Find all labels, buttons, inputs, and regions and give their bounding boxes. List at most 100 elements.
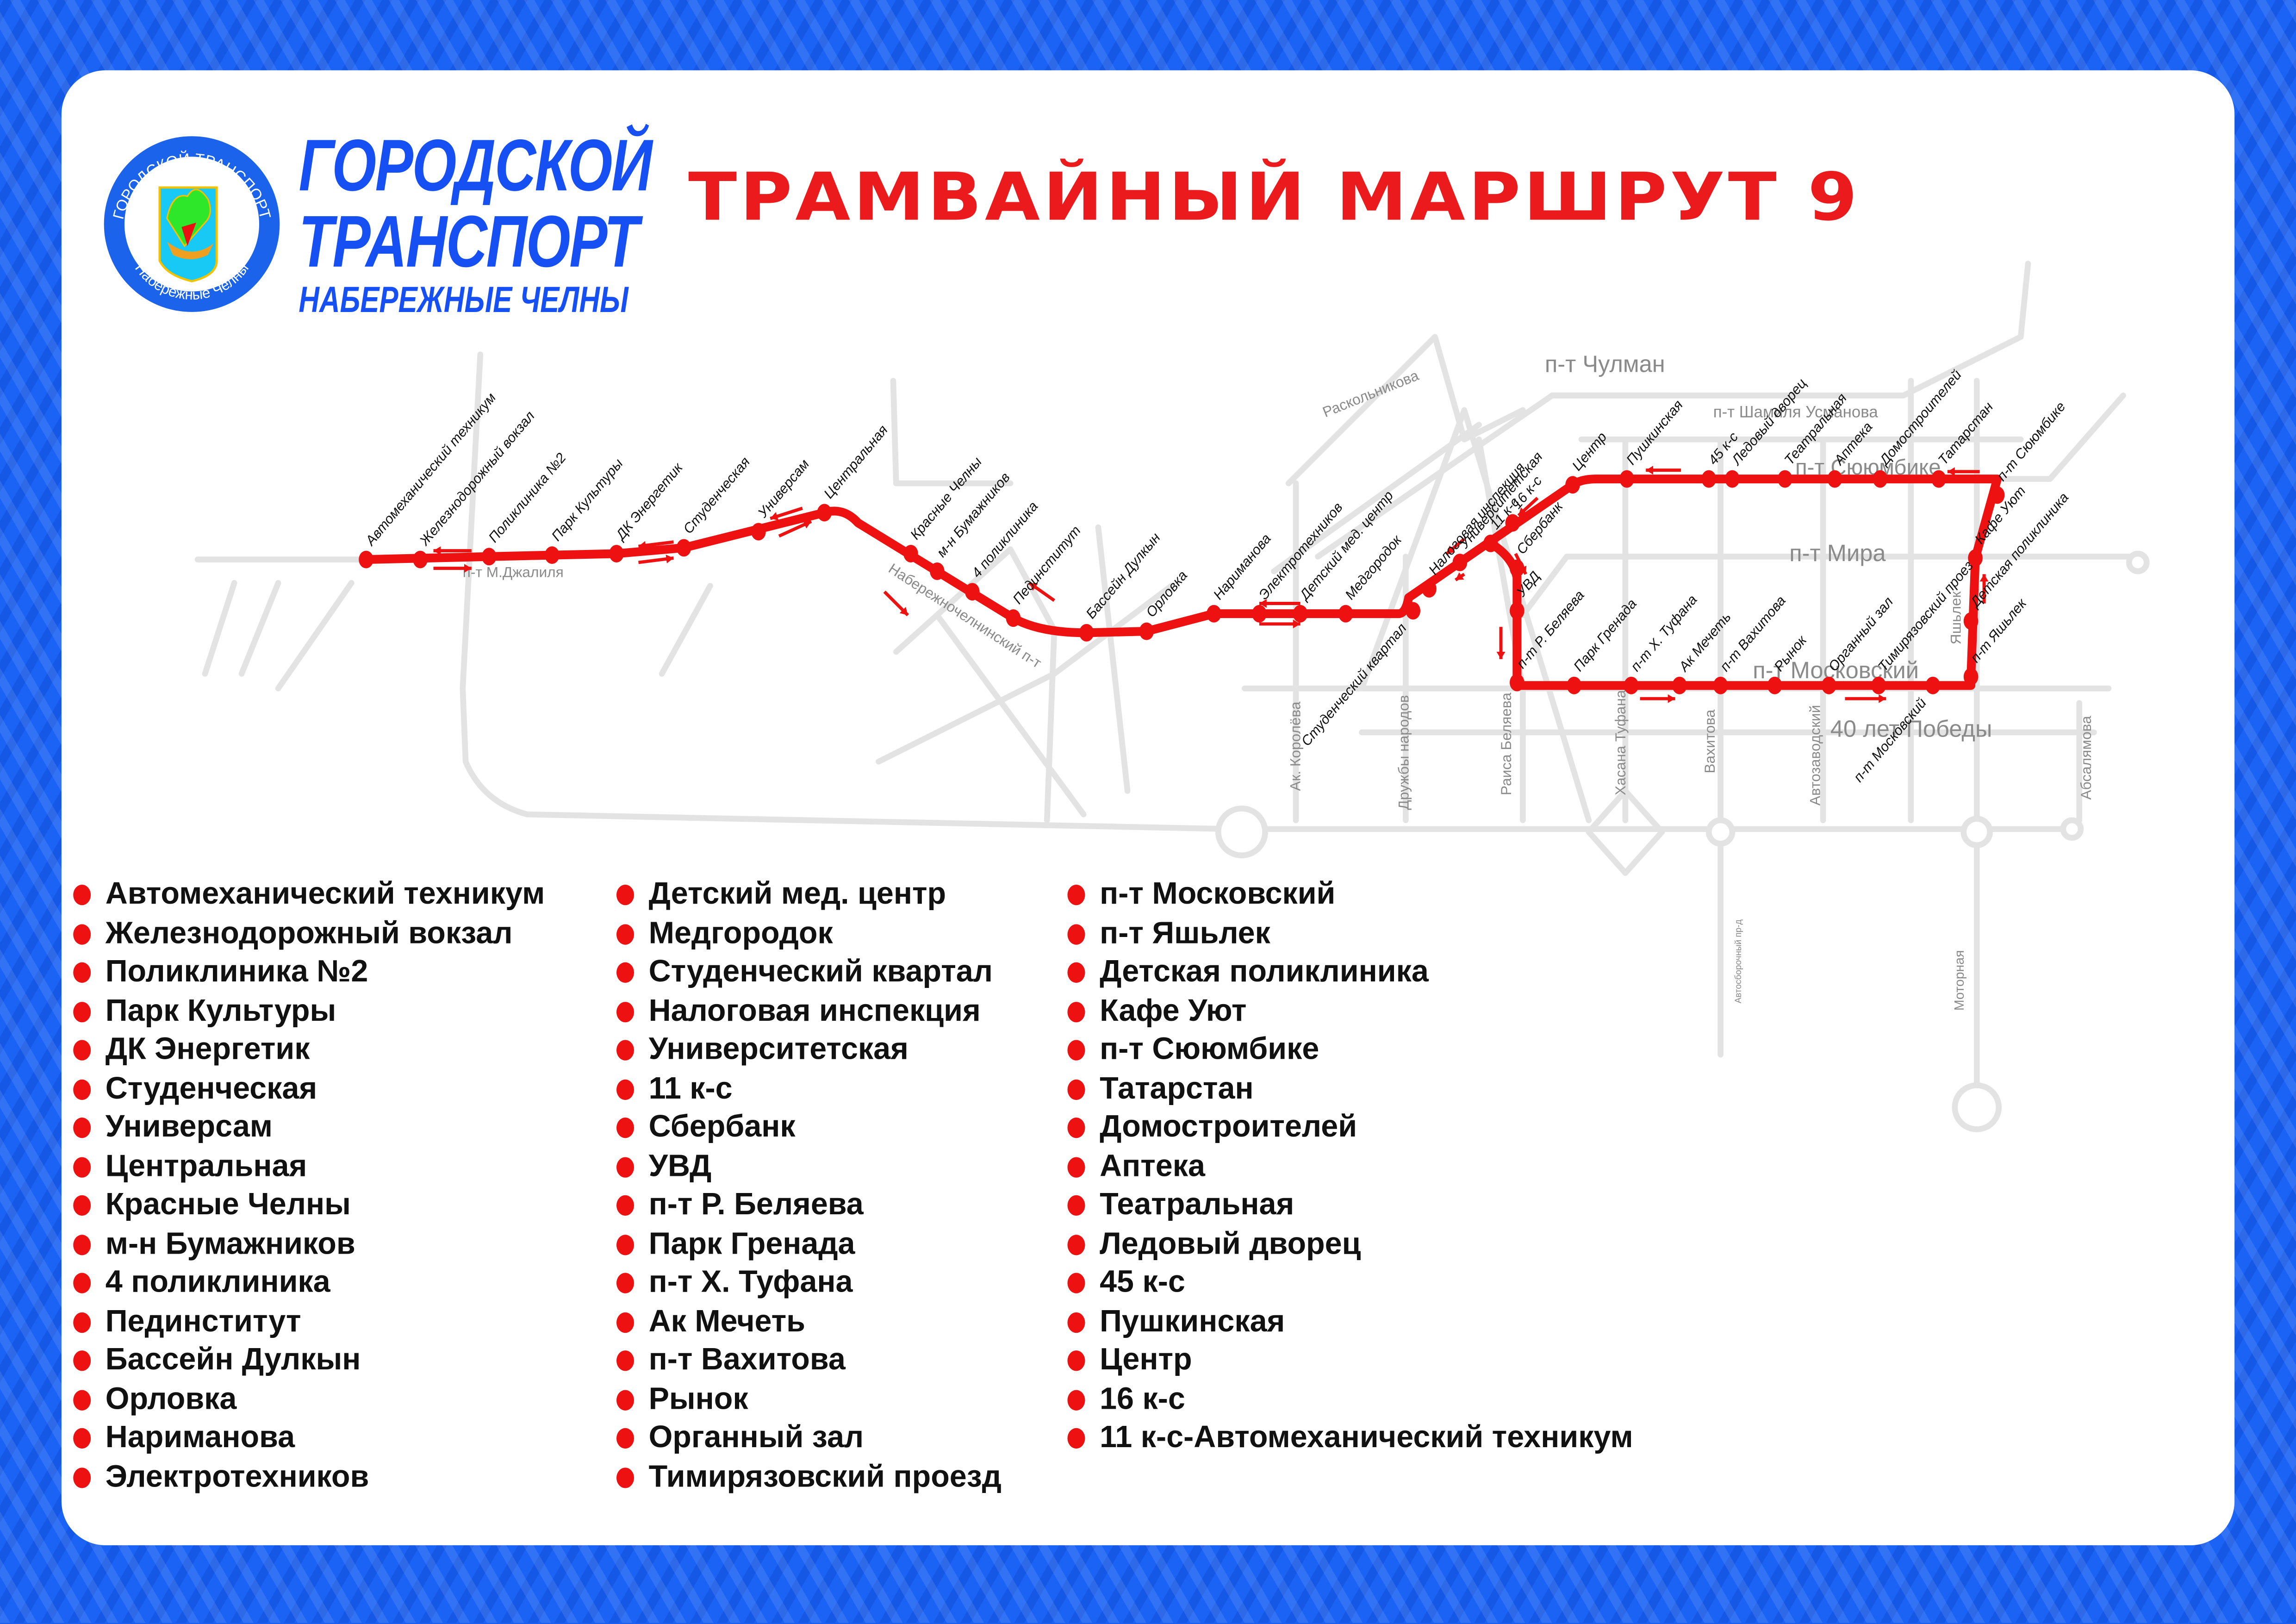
street-label: Яшьлек bbox=[1947, 591, 1964, 644]
direction-arrow-icon bbox=[1517, 497, 1539, 517]
legend-item-label: Парк Гренада bbox=[648, 1226, 855, 1261]
stop-marker-icon bbox=[481, 548, 497, 566]
legend-item-label: УВД bbox=[648, 1149, 712, 1183]
legend-item: Органный зал bbox=[616, 1419, 1002, 1458]
stop-dot-icon bbox=[73, 1467, 91, 1488]
legend-item-label: Медгородок bbox=[648, 916, 833, 950]
legend-item: Студенческий квартал bbox=[616, 954, 1002, 993]
stop-label: ДК Энергетик bbox=[612, 459, 686, 543]
legend-item: Налоговая инспекция bbox=[616, 993, 1002, 1031]
street-label: Дружбы народов bbox=[1395, 695, 1412, 810]
legend-item: Парк Культуры bbox=[73, 993, 545, 1031]
stop-marker-icon bbox=[1827, 470, 1842, 488]
stop-dot-icon bbox=[1067, 885, 1085, 906]
direction-arrow-icon bbox=[433, 564, 472, 573]
stop-dot-icon bbox=[616, 1118, 634, 1139]
street-label: Автосборочный пр-д bbox=[1734, 919, 1743, 1003]
stop-dot-icon bbox=[1067, 1001, 1085, 1022]
tram-stop: Татарстан bbox=[1931, 400, 1996, 488]
street-label: п-т М.Джалиля bbox=[463, 564, 564, 581]
legend-item-label: Аптека bbox=[1100, 1149, 1205, 1183]
stop-marker-icon bbox=[1767, 676, 1782, 694]
legend-item: Центр bbox=[1067, 1342, 1633, 1380]
stop-dot-icon bbox=[1067, 962, 1085, 983]
legend-item-label: Пединститут bbox=[105, 1304, 301, 1338]
stop-marker-icon bbox=[1422, 580, 1437, 598]
stop-marker-icon bbox=[1509, 559, 1524, 577]
brand-line-3: НАБЕРЕЖНЫЕ ЧЕЛНЫ bbox=[299, 280, 628, 321]
direction-arrow-icon bbox=[1445, 537, 1466, 555]
stop-marker-icon bbox=[359, 550, 373, 568]
city-logo: ГОРОДСКОЙ ТРАНСПОРТ Набережные Челны bbox=[104, 136, 280, 312]
stop-marker-icon bbox=[1963, 612, 1979, 630]
stop-marker-icon bbox=[1207, 605, 1221, 623]
legend-item-label: п-т Сююмбике bbox=[1100, 1032, 1319, 1067]
stop-dot-icon bbox=[616, 1389, 634, 1411]
stop-marker-icon bbox=[1624, 676, 1639, 694]
street-label: п-т Мира bbox=[1789, 540, 1886, 566]
stop-marker-icon bbox=[1619, 470, 1634, 488]
stop-marker-icon bbox=[1452, 553, 1468, 571]
stop-marker-icon bbox=[1873, 470, 1888, 488]
legend-item-label: Налоговая инспекция bbox=[648, 993, 981, 1028]
legend-item: 11 к-с bbox=[616, 1070, 1002, 1109]
legend-item: Пушкинская bbox=[1067, 1303, 1633, 1342]
stop-marker-icon bbox=[1821, 676, 1836, 694]
legend-item-label: Ак Мечеть bbox=[648, 1304, 805, 1338]
tram-stop: Универсам bbox=[751, 456, 812, 541]
legend-item: Универсам bbox=[73, 1109, 545, 1148]
stop-marker-icon bbox=[1725, 470, 1740, 488]
stop-dot-icon bbox=[73, 1389, 91, 1411]
legend-item: п-т Вахитова bbox=[616, 1342, 1002, 1380]
legend-item-label: Центр bbox=[1100, 1343, 1192, 1377]
legend-item: 11 к-с-Автомеханический техникум bbox=[1067, 1419, 1633, 1458]
legend-item: Аптека bbox=[1067, 1148, 1633, 1187]
stop-dot-icon bbox=[1067, 1428, 1085, 1449]
stop-dot-icon bbox=[1067, 1195, 1085, 1216]
stop-marker-icon bbox=[1701, 470, 1717, 488]
stop-marker-icon bbox=[1963, 668, 1979, 686]
stop-marker-icon bbox=[1565, 476, 1580, 494]
direction-arrow-icon bbox=[778, 520, 812, 538]
stop-dot-icon bbox=[1067, 1389, 1085, 1411]
legend-item: Пединститут bbox=[73, 1303, 545, 1342]
stop-dot-icon bbox=[73, 962, 91, 983]
brand-wordmark: ГОРОДСКОЙ ТРАНСПОРТ НАБЕРЕЖНЫЕ ЧЕЛНЫ bbox=[299, 129, 652, 321]
legend-item: п-т Р. Беляева bbox=[616, 1187, 1002, 1225]
tram-stop: Центральная bbox=[817, 422, 891, 522]
legend-item: п-т Московский bbox=[1067, 876, 1633, 915]
legend-item-label: Бассейн Дулкын bbox=[105, 1343, 361, 1377]
legend-item: Татарстан bbox=[1067, 1070, 1633, 1109]
legend-item-label: п-т Яшьлек bbox=[1100, 916, 1270, 950]
stop-dot-icon bbox=[73, 924, 91, 944]
stop-dot-icon bbox=[616, 1467, 634, 1488]
stop-label: Студенческая bbox=[680, 454, 753, 537]
stop-marker-icon bbox=[1567, 676, 1582, 694]
stop-marker-icon bbox=[903, 544, 918, 562]
legend-item-label: Татарстан bbox=[1100, 1071, 1254, 1106]
legend-item-label: Тимирязовский проезд bbox=[648, 1459, 1002, 1493]
legend-item-label: Пушкинская bbox=[1100, 1304, 1285, 1338]
direction-arrow-icon bbox=[883, 590, 909, 617]
stop-marker-icon bbox=[1139, 622, 1154, 640]
legend-item-label: Поликлиника №2 bbox=[105, 955, 368, 989]
stop-dot-icon bbox=[1067, 1312, 1085, 1333]
stop-dot-icon bbox=[73, 1118, 91, 1139]
stop-dot-icon bbox=[1067, 1079, 1085, 1100]
stop-dot-icon bbox=[616, 1312, 634, 1333]
road-network bbox=[194, 261, 2141, 1087]
stop-marker-icon bbox=[751, 523, 766, 541]
stop-marker-icon bbox=[1777, 470, 1792, 488]
stop-marker-icon bbox=[1672, 676, 1687, 694]
stop-dot-icon bbox=[73, 1040, 91, 1061]
legend-item-label: Парк Культуры bbox=[105, 993, 336, 1028]
legend-item: Ак Мечеть bbox=[616, 1303, 1002, 1342]
legend-item: Автомеханический техникум bbox=[73, 876, 545, 915]
legend-item-label: 45 к-с bbox=[1100, 1265, 1185, 1299]
page-title: ТРАМВАЙНЫЙ МАРШРУТ 9 bbox=[688, 158, 1860, 236]
legend-item: Тимирязовский проезд bbox=[616, 1458, 1002, 1497]
legend-item: Поликлиника №2 bbox=[73, 954, 545, 993]
stop-marker-icon bbox=[676, 539, 691, 557]
